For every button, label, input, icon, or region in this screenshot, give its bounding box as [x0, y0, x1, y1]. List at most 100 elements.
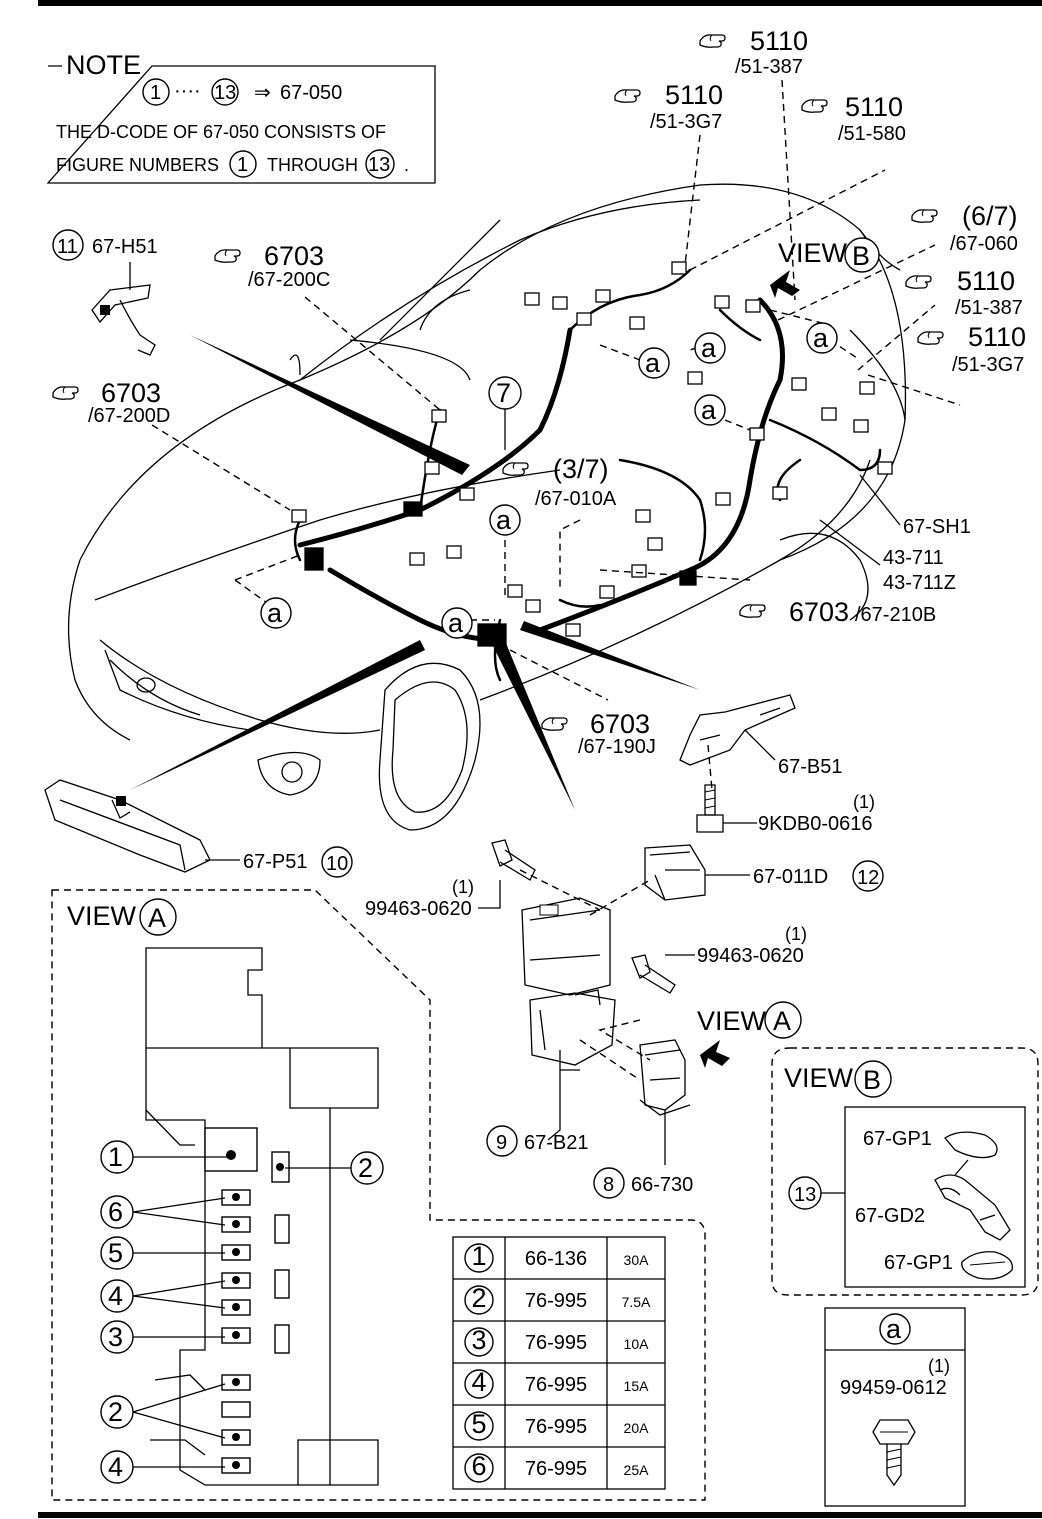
ref-5110-51-387-right: 5110 /51-387 — [905, 266, 1023, 319]
label-gp1-bottom: 67-GP1 — [884, 1252, 953, 1274]
ref-num: 5110 — [750, 26, 808, 56]
svg-text:3: 3 — [108, 1322, 123, 1352]
ref-num: (6/7) — [962, 201, 1018, 231]
svg-text:B: B — [852, 241, 870, 271]
note-line2b: THROUGH — [267, 155, 358, 175]
view-a-title: VIEW — [67, 901, 137, 931]
bolt2-qty: (1) — [452, 877, 474, 897]
ref-6-7-67-060: (6/7) /67-060 — [911, 201, 1018, 255]
note-range-from: 1 — [150, 82, 161, 104]
ref-5110-51-387-top: 5110 /51-387 — [699, 26, 808, 78]
harness-connectors — [291, 261, 893, 647]
car-outline — [67, 183, 907, 831]
wedge-b21 — [490, 636, 575, 810]
ref-code: /67-210B — [855, 604, 936, 626]
svg-text:a: a — [701, 395, 717, 425]
note-ellipsis: ···· — [174, 80, 201, 102]
bolt-9kdb0: (1) 9KDB0-0616 — [696, 784, 875, 835]
ref-6703-67-210b: 6703 /67-210B — [739, 597, 936, 627]
part-67-p51: 67-P51 10 — [44, 779, 353, 878]
label-43-711z: 43-711Z — [883, 572, 956, 594]
fuse-row-index: 4 — [471, 1367, 486, 1397]
ref-code: /67-060 — [950, 233, 1018, 255]
fuse-row-amp: 25A — [624, 1462, 650, 1478]
fuse-row-part: 66-136 — [525, 1248, 587, 1270]
callout-7: 7 — [488, 376, 522, 450]
fuse-row-index-circle — [464, 1453, 494, 1483]
bolt-a-detail: a (1) 99459-0612 — [824, 1307, 966, 1507]
ref-6703-67-200d: 6703 /67-200D — [52, 378, 170, 427]
ref-num: (3/7) — [553, 454, 609, 484]
note-line2c: . — [404, 155, 409, 175]
view-b-marker: VIEW B — [770, 237, 880, 298]
fuse-row-part: 76-995 — [525, 1332, 587, 1354]
fuse-row-index: 1 — [471, 1241, 486, 1271]
wedge-h51 — [190, 335, 470, 475]
ref-num: 6703 — [590, 709, 650, 739]
svg-text:a: a — [645, 348, 661, 378]
bolt-a-qty: (1) — [928, 1356, 950, 1376]
bolt2-part: 99463-0620 — [365, 898, 472, 920]
note-box: NOTE 1 ···· 13 ⇒ 67-050 THE D-CODE OF 67… — [46, 50, 436, 184]
part-67-011d: 67-011D 12 — [644, 844, 884, 901]
svg-text:a: a — [813, 323, 829, 353]
label-730: 66-730 — [631, 1174, 693, 1196]
ref-num: 6703 — [101, 378, 161, 408]
ref-6703-67-200c: 6703 /67-200C — [214, 241, 330, 291]
svg-text:67-H51: 67-H51 — [92, 236, 158, 258]
note-header: NOTE — [66, 50, 141, 80]
bolt-99463-left: (1) 99463-0620 — [365, 839, 536, 920]
note-arrow: ⇒ — [254, 82, 271, 104]
ref-code: /51-580 — [838, 123, 906, 145]
ref-5110-51-580: 5110 /51-580 — [801, 92, 906, 145]
ref-code: /67-200D — [88, 405, 170, 427]
ref-5110-51-3g7-right: 5110 /51-3G7 — [917, 322, 1026, 376]
fuse-row-part: 76-995 — [525, 1458, 587, 1480]
svg-text:A: A — [773, 1006, 791, 1036]
svg-text:a: a — [448, 608, 464, 638]
fuse-row-amp: 15A — [624, 1378, 650, 1394]
bolt1-part: 9KDB0-0616 — [758, 813, 873, 835]
part-66-730: 8 66-730 — [593, 1039, 693, 1199]
svg-text:4: 4 — [108, 1281, 123, 1311]
note-line1: THE D-CODE OF 67-050 CONSISTS OF — [56, 122, 386, 142]
bolt3-part: 99463-0620 — [697, 945, 804, 967]
leader-sh1 — [859, 474, 901, 526]
fuse-row-index-circle — [464, 1285, 494, 1315]
svg-text:2: 2 — [358, 1153, 373, 1183]
label-43-711: 43-711 — [883, 547, 944, 569]
ref-code: /67-190J — [578, 736, 656, 758]
note-circle-13 — [365, 149, 395, 179]
wedge-b51 — [520, 621, 700, 690]
callout-9: 9 — [496, 1132, 507, 1154]
fuse-row-index-circle — [464, 1327, 494, 1357]
label-gp1-top: 67-GP1 — [863, 1128, 932, 1150]
callout-10: 10 — [326, 853, 348, 875]
view-b-callout-13: 13 — [794, 1184, 816, 1206]
note-range-to: 13 — [214, 82, 236, 104]
note-line2a: FIGURE NUMBERS — [56, 155, 219, 175]
fuse-row-index: 6 — [471, 1451, 486, 1481]
fuse-row-index: 3 — [471, 1325, 486, 1355]
fuse-row-index-circle — [464, 1411, 494, 1441]
wedge-p51 — [130, 640, 425, 790]
view-a-letter: A — [148, 903, 166, 933]
fuse-row-part: 76-995 — [525, 1290, 587, 1312]
fuse-row-amp: 20A — [624, 1420, 650, 1436]
leader-43-711 — [819, 519, 881, 566]
svg-text:a: a — [496, 505, 512, 535]
view-a-marker: VIEW A — [697, 1001, 802, 1068]
view-a-letter-circle — [139, 898, 177, 936]
dashed-leaders — [151, 79, 961, 1081]
svg-text:VIEW: VIEW — [697, 1006, 767, 1036]
ref-num: 5110 — [665, 80, 723, 110]
fuse-row-amp: 7.5A — [622, 1294, 651, 1310]
svg-text:7: 7 — [496, 378, 511, 408]
ref-num: 5110 — [957, 266, 1015, 296]
ref-5110-51-3g7-top: 5110 /51-3G7 — [614, 80, 723, 133]
ref-3-7-67-010a: (3/7) /67-010A — [502, 454, 617, 510]
ref-code: /51-3G7 — [952, 354, 1024, 376]
bolt-99463-right: (1) 99463-0620 — [631, 924, 807, 994]
fuse-row-index: 5 — [471, 1409, 486, 1439]
